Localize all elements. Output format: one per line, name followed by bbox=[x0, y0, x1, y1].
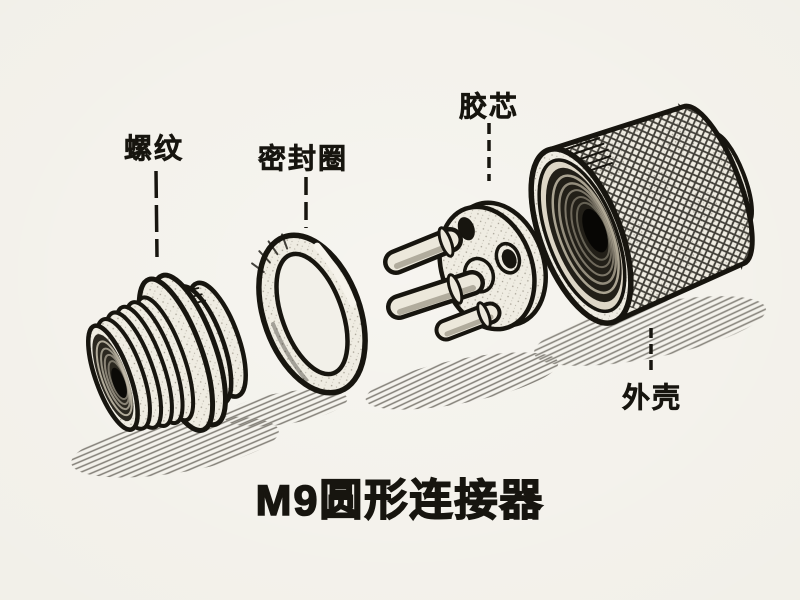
shadow-threaded-bushing bbox=[71, 416, 279, 478]
part-threaded-bushing bbox=[86, 272, 248, 433]
label-rubber-core: 胶芯 bbox=[458, 91, 520, 123]
leader-line-thread bbox=[154, 170, 159, 258]
shadow-rubber-core bbox=[365, 352, 559, 410]
label-seal-ring: 密封圈 bbox=[257, 143, 349, 175]
label-thread: 螺纹 bbox=[123, 133, 185, 165]
shadow-seal-ring bbox=[224, 389, 348, 427]
part-outer-shell bbox=[528, 103, 755, 326]
part-rubber-core bbox=[383, 200, 548, 342]
contact-pins bbox=[383, 226, 502, 342]
leader-lines bbox=[154, 123, 653, 376]
page-title: M9圆形连接器 bbox=[255, 476, 545, 526]
part-seal-ring bbox=[251, 232, 368, 396]
core-hole-top bbox=[457, 217, 475, 241]
core-hole-right bbox=[494, 241, 522, 275]
label-shell: 外壳 bbox=[621, 382, 683, 414]
